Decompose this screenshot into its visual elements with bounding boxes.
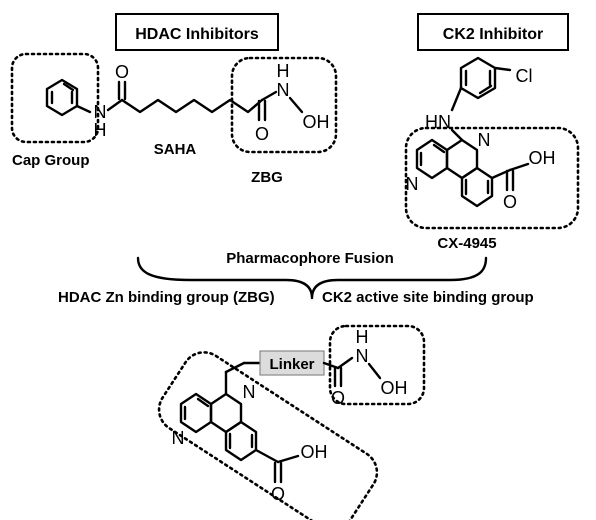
saha-molecule: N H O O N H OH — [10, 52, 338, 154]
cap-group-box — [10, 52, 100, 144]
hybrid-ck2-binding-box — [157, 351, 379, 520]
cx4945-acid-o-atom: O — [503, 192, 517, 212]
saha-hydroxamate-h-atom: H — [277, 61, 290, 81]
hybrid-pyridine-n-atom: N — [172, 428, 185, 448]
linker-label: Linker — [269, 356, 314, 373]
saha-n-atom: N — [94, 102, 107, 122]
saha-label: SAHA — [154, 141, 197, 158]
fusion-label: Pharmacophore Fusion — [226, 250, 394, 267]
saha-amide-o-atom: O — [115, 62, 129, 82]
saha-hydroxamate-n-atom: N — [277, 80, 290, 100]
hdac-zbg-label: HDAC Zn binding group (ZBG) — [58, 289, 275, 306]
hybrid-hydroxamate-h-atom: H — [356, 327, 369, 347]
ck2-binding-box — [404, 126, 580, 230]
saha-carbonyl-o-atom: O — [255, 124, 269, 144]
hybrid-acid-o-atom: O — [271, 484, 285, 504]
saha-hydroxyl-atom: OH — [303, 112, 330, 132]
hybrid-hydroxamate-n-atom: N — [356, 346, 369, 366]
saha-alkyl-chain — [120, 98, 264, 114]
cx4945-molecule: Cl HN N N OH O — [404, 56, 580, 230]
ck2-title-box: CK2 Inhibitor — [417, 13, 569, 51]
hybrid-pyridine-ring — [179, 392, 213, 434]
fusion-brace — [136, 256, 488, 300]
hdac-title: HDAC Inhibitors — [135, 26, 259, 43]
hybrid-acid-oh-atom: OH — [301, 442, 328, 462]
ck2-site-label: CK2 active site binding group — [322, 289, 534, 306]
cap-group-label: Cap Group — [12, 152, 90, 169]
ck2-title: CK2 Inhibitor — [443, 26, 543, 43]
chlorine-atom: Cl — [516, 66, 533, 86]
cx4945-benzo-ring — [460, 166, 494, 208]
saha-nh-h-atom: H — [94, 120, 107, 140]
zbg-box — [230, 56, 338, 154]
cx4945-ring-n-atom: N — [478, 130, 491, 150]
hybrid-ring-n-atom: N — [243, 382, 256, 402]
cx4945-pyridine-n-atom: N — [406, 174, 419, 194]
cx4945-label: CX-4945 — [437, 235, 496, 252]
hybrid-zbg-box — [328, 324, 426, 406]
hybrid-molecule: Linker O N H OH N N OH O — [157, 324, 426, 520]
zbg-label: ZBG — [251, 169, 283, 186]
saha-benzene-ring — [45, 78, 79, 117]
cx4945-acid-oh-atom: OH — [529, 148, 556, 168]
cx4945-pyridine-ring — [415, 138, 449, 180]
hdac-title-box: HDAC Inhibitors — [115, 13, 279, 51]
hybrid-hydroxyl-atom: OH — [381, 378, 408, 398]
